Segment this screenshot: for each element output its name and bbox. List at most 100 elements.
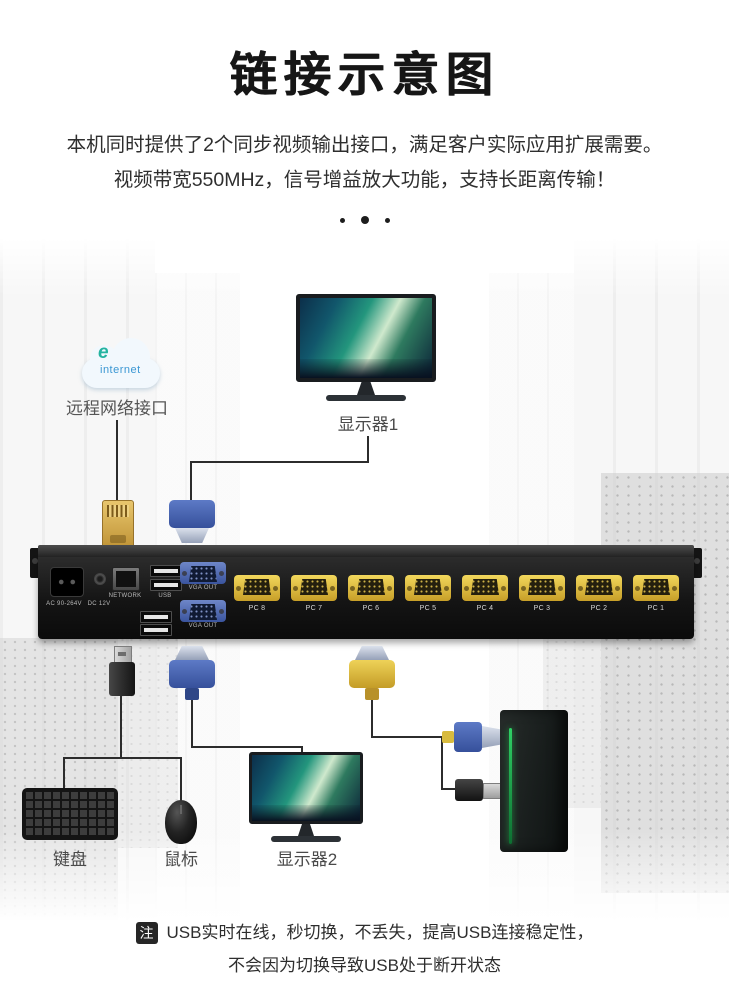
device-top-edge — [38, 545, 694, 557]
cable-mouse — [180, 757, 182, 802]
vga-plug-hood — [454, 722, 482, 752]
vga-port-socket — [300, 579, 328, 595]
keyboard-label: 键盘 — [53, 850, 87, 869]
vga-plug-tip — [482, 726, 500, 748]
description-line-1: 本机同时提供了2个同步视频输出接口，满足客户实际应用扩展需要。 — [66, 134, 663, 156]
vga-out-port-2 — [180, 600, 226, 622]
cloud-internet-label: internet — [100, 364, 141, 376]
pc-port-6 — [348, 575, 394, 601]
vga-port-socket — [528, 579, 556, 595]
cable-pc-vga — [371, 736, 443, 738]
usb-plug-body — [109, 662, 135, 696]
vga-out-label-2: VGA OUT — [188, 623, 218, 629]
pc-port-2 — [576, 575, 622, 601]
page-title: 链接示意图 — [229, 48, 500, 101]
cloud-logo-e: e — [98, 342, 109, 363]
vga-plug-into-pc-icon — [442, 720, 502, 754]
cable-pc-usb — [441, 788, 459, 790]
vga-plug-tip — [175, 528, 209, 543]
cable-monitor1 — [190, 461, 369, 463]
monitor-1-label: 显示器1 — [337, 415, 399, 434]
usb-port-label: USB — [158, 593, 172, 599]
cloud-shape — [82, 338, 160, 388]
dot-icon — [360, 216, 369, 224]
usb-plug-into-pc-icon — [455, 779, 502, 801]
dc-power-label: DC 12V — [87, 601, 111, 607]
vga-port-socket — [189, 604, 217, 620]
dot-icon — [384, 217, 390, 223]
kvm-switch-device: AC 90-264V DC 12V NETWORK USB VGA OUT VG… — [30, 545, 702, 642]
usb-port — [140, 624, 172, 636]
cable-pc-usb — [441, 736, 443, 790]
vga-plug-pc-icon — [348, 646, 396, 700]
internet-cloud-icon: e internet — [82, 336, 160, 390]
pc-port-3 — [519, 575, 565, 601]
pc-port-1 — [633, 575, 679, 601]
cable-monitor2 — [301, 746, 303, 755]
cable-keyboard-mouse — [63, 757, 182, 759]
ac-power-inlet — [50, 567, 84, 597]
cable-keyboard — [63, 757, 65, 790]
monitor-2-label: 显示器2 — [276, 850, 338, 869]
bottom-note: 注 USB实时在线，秒切换，不丢失，提高USB连接稳定性， 不会因为切换导致US… — [0, 920, 729, 979]
rack-ear-left — [30, 548, 40, 578]
vga-plug-strain-relief — [185, 688, 199, 700]
vga-out-label-1: VGA OUT — [188, 585, 218, 591]
vga-plug-hood — [169, 500, 215, 528]
mouse — [165, 800, 197, 844]
background-fade-top — [0, 238, 729, 298]
network-plug-icon — [102, 500, 134, 549]
vga-plug-tip — [175, 646, 209, 660]
monitor-2 — [249, 752, 363, 842]
monitor-2-stand — [298, 824, 314, 836]
pc-tower-vents — [507, 716, 558, 724]
pc-port-7 — [291, 575, 337, 601]
note-line-1: 注 USB实时在线，秒切换，不丢失，提高USB连接稳定性， — [0, 920, 729, 946]
cable-monitor1 — [190, 461, 192, 501]
description-line-2: 视频带宽550MHz，信号增益放大功能，支持长距离传输！ — [113, 169, 616, 191]
usb-port — [150, 579, 182, 591]
rack-ear-right — [692, 548, 702, 578]
vga-port-socket — [189, 566, 217, 582]
cable-monitor1 — [367, 436, 369, 463]
pc-port-1-label: PC 1 — [647, 605, 665, 612]
pc-port-5-label: PC 5 — [419, 605, 437, 612]
vga-port-socket — [471, 579, 499, 595]
cable-network — [116, 420, 118, 502]
mouse-label: 鼠标 — [164, 850, 198, 869]
vga-port-socket — [357, 579, 385, 595]
monitor-2-base — [271, 836, 341, 842]
vga-port-socket — [414, 579, 442, 595]
remote-network-label: 远程网络接口 — [66, 399, 168, 418]
vga-plug-strain-relief — [365, 688, 379, 700]
server-cabinet-bottom-right — [601, 473, 729, 893]
pc-tower — [500, 710, 568, 852]
monitor-2-screen — [249, 752, 363, 824]
vga-plug-strain-relief — [442, 731, 454, 743]
note-text-2: 不会因为切换导致USB处于断开状态 — [228, 956, 501, 975]
pc-port-8 — [234, 575, 280, 601]
note-text-1: USB实时在线，秒切换，不丢失，提高USB连接稳定性， — [166, 923, 594, 942]
monitor-1 — [296, 294, 436, 401]
separator-dots — [0, 216, 729, 224]
vga-plug-monitor1-icon — [168, 500, 216, 546]
pc-port-4-label: PC 4 — [476, 605, 494, 612]
dc-power-jack — [94, 573, 106, 585]
vga-port-socket — [642, 579, 670, 595]
keyboard — [22, 788, 118, 840]
pc-port-4 — [462, 575, 508, 601]
description: 本机同时提供了2个同步视频输出接口，满足客户实际应用扩展需要。 视频带宽550M… — [0, 128, 729, 198]
vga-plug-monitor2-icon — [168, 646, 216, 700]
network-port-label: NETWORK — [108, 593, 142, 599]
monitor-1-base — [326, 395, 406, 401]
cable-monitor2 — [191, 746, 303, 748]
cable-usb — [120, 696, 122, 759]
network-port — [112, 567, 140, 591]
vga-out-port-1 — [180, 562, 226, 584]
usb-port — [150, 565, 182, 577]
pc-port-7-label: PC 7 — [305, 605, 323, 612]
pc-port-6-label: PC 6 — [362, 605, 380, 612]
pc-port-5 — [405, 575, 451, 601]
usb-plug-body — [455, 779, 483, 801]
pc-port-2-label: PC 2 — [590, 605, 608, 612]
